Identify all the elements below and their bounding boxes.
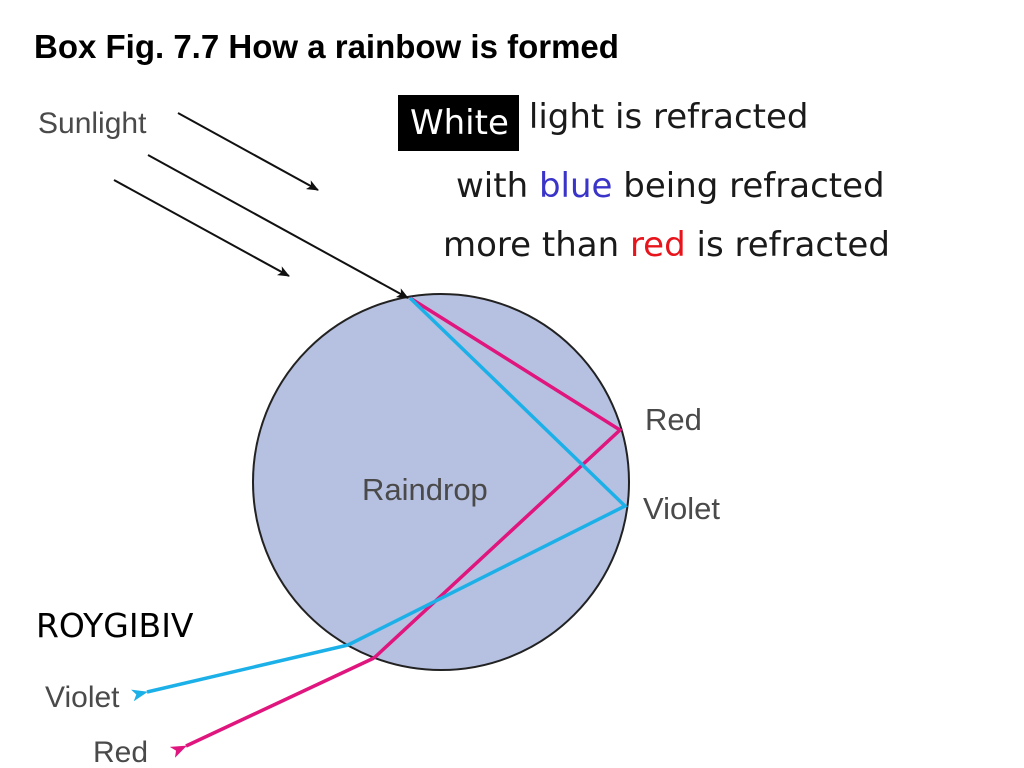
violet-exit-ray — [131, 643, 349, 702]
red-output-label: Red — [93, 736, 148, 768]
sunlight-ray-2 — [147, 154, 409, 299]
red-exit-ray — [169, 656, 375, 758]
blue-word: blue — [538, 166, 613, 206]
violet-output-label: Violet — [45, 681, 120, 714]
sunlight-ray-1 — [177, 112, 319, 191]
caption-line-2-post: being refracted — [612, 166, 885, 206]
caption-line-3: more than red is refracted — [443, 225, 890, 265]
sunlight-ray-3 — [113, 179, 290, 277]
violet-ray-path — [347, 296, 628, 647]
raindrop-label: Raindrop — [362, 472, 488, 507]
page-title: Box Fig. 7.7 How a rainbow is formed — [34, 28, 619, 65]
raindrop-circle — [252, 293, 630, 671]
caption-line-3-pre: more than — [443, 225, 630, 265]
caption-line-1-text: light is refracted — [528, 97, 809, 137]
caption-line-2: with blue being refracted — [456, 166, 885, 206]
caption-line-2-pre: with — [456, 166, 539, 206]
red-exit-label: Red — [645, 402, 702, 437]
violet-exit-label: Violet — [643, 491, 720, 526]
white-word-highlight: White — [398, 95, 519, 151]
red-word: red — [629, 225, 686, 265]
red-ray-path — [372, 296, 623, 660]
sunlight-label: Sunlight — [38, 107, 147, 140]
roygbiv-mnemonic: ROYGIBIV — [36, 606, 194, 645]
caption-line-3-post: is refracted — [685, 225, 890, 265]
